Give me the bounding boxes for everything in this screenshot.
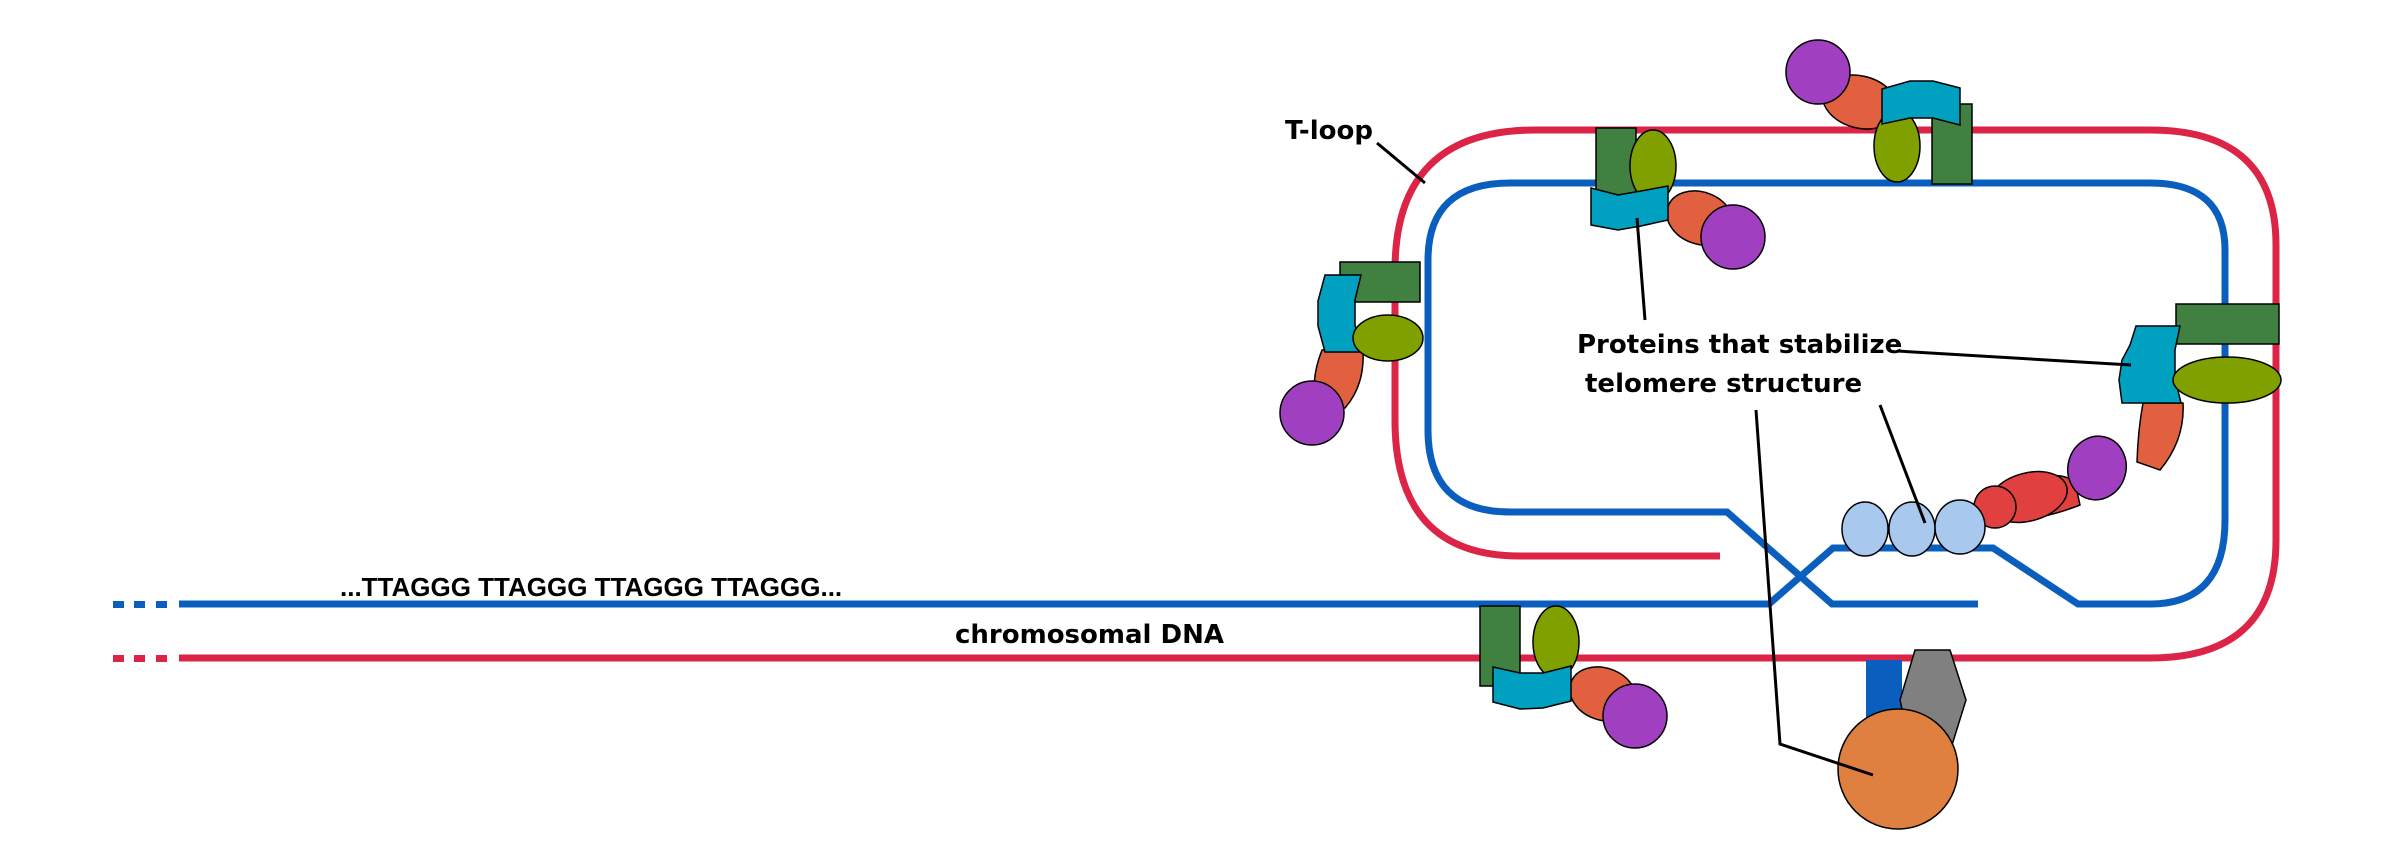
- red-strand-dashes: [113, 655, 167, 662]
- chromosomal-dna-label: chromosomal DNA: [955, 620, 1224, 650]
- blue-strand: [179, 179, 2229, 608]
- purple-protein: [1602, 683, 1668, 749]
- light-blue-protein: [1934, 499, 1986, 555]
- blue-strand-dashes: [113, 601, 167, 608]
- purple-protein: [2067, 435, 2127, 501]
- cyan-protein: [1881, 80, 1961, 126]
- cyan-protein: [1492, 665, 1572, 710]
- proteins-leader-bottom: [1754, 409, 1874, 777]
- olive-protein: [2172, 356, 2282, 404]
- t-loop-leader: [1376, 141, 1426, 185]
- cyan-protein: [1590, 185, 1669, 231]
- green-protein: [2175, 303, 2280, 345]
- proteins-leader-right: [1896, 349, 2132, 367]
- d-loop-binding-proteins: [1841, 499, 1986, 557]
- olive-protein: [1532, 605, 1580, 679]
- orange-red-protein: [2136, 402, 2184, 471]
- red-strand: [179, 126, 2280, 662]
- light-blue-protein: [1841, 501, 1889, 557]
- t-loop-label: T-loop: [1285, 116, 1373, 146]
- purple-protein: [1785, 39, 1851, 105]
- orange-subunit: [1837, 708, 1959, 830]
- shelterin-complex-bottom: [1479, 605, 1668, 749]
- telomere-sequence-label: ...TTAGGG TTAGGG TTAGGG TTAGGG...: [340, 572, 842, 602]
- shelterin-complex-left: [1279, 261, 1424, 446]
- shelterin-complex-top-right: [1785, 39, 1973, 185]
- leader-lines: [1376, 141, 2132, 777]
- telomerase-like-complex: [1837, 649, 1967, 830]
- shelterin-complex-top-left: [1590, 127, 1766, 270]
- light-blue-protein: [1888, 501, 1936, 557]
- shelterin-complex-right: [1973, 303, 2282, 529]
- proteins-leader-dloop: [1878, 404, 1927, 524]
- cyan-protein: [2118, 325, 2182, 404]
- purple-protein: [1700, 204, 1766, 270]
- proteins-label-line1: Proteins that stabilize: [1577, 330, 1902, 360]
- olive-protein: [1352, 314, 1424, 362]
- proteins-label-line2: telomere structure: [1585, 369, 1862, 399]
- dna-strands: [113, 126, 2280, 662]
- proteins-leader-top: [1635, 217, 1647, 321]
- purple-protein: [1279, 380, 1345, 446]
